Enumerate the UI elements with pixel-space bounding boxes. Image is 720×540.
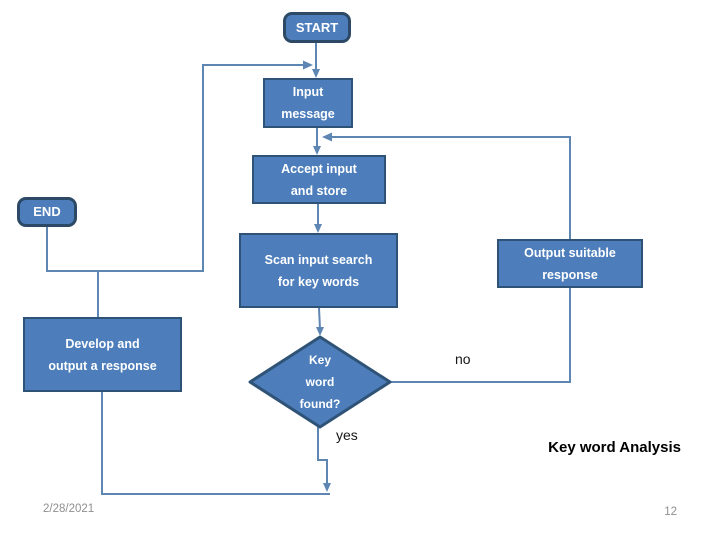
arrowhead-top-loop-right [303,60,313,70]
arrowhead-feedback-left [322,132,332,142]
node-end: END [17,197,77,227]
node-accept-input: Accept input and store [252,155,386,204]
node-start: START [283,12,351,43]
arrowhead-yes-down [323,483,331,492]
node-develop-response: Develop and output a response [23,317,182,392]
footer-date: 2/28/2021 [43,503,95,515]
edge-label-no: no [455,351,471,367]
connector-scan-to-decision [318,307,321,330]
node-decision-label: Key word found? [299,353,341,411]
node-scan-input: Scan input search for key words [239,233,398,308]
decision-diamond-shape [248,335,392,429]
connector-no-path [390,288,571,383]
arrowhead-into-scan [314,224,322,233]
arrowhead-into-accept [313,146,321,155]
slide-annotation: Key word Analysis [548,439,681,456]
node-output-response: Output suitable response [497,239,643,288]
arrowhead-into-decision [316,327,324,336]
connector-develop-to-end-and-top-loop [46,64,305,272]
footer-page-number: 12 [664,506,677,518]
connector-output-feedback [331,136,571,239]
edge-label-yes: yes [336,427,358,443]
connector-bottom-rail [101,392,330,495]
node-input-message: Input message [263,78,353,128]
connector-yes-path [317,427,328,484]
arrowhead-into-input [312,69,320,78]
